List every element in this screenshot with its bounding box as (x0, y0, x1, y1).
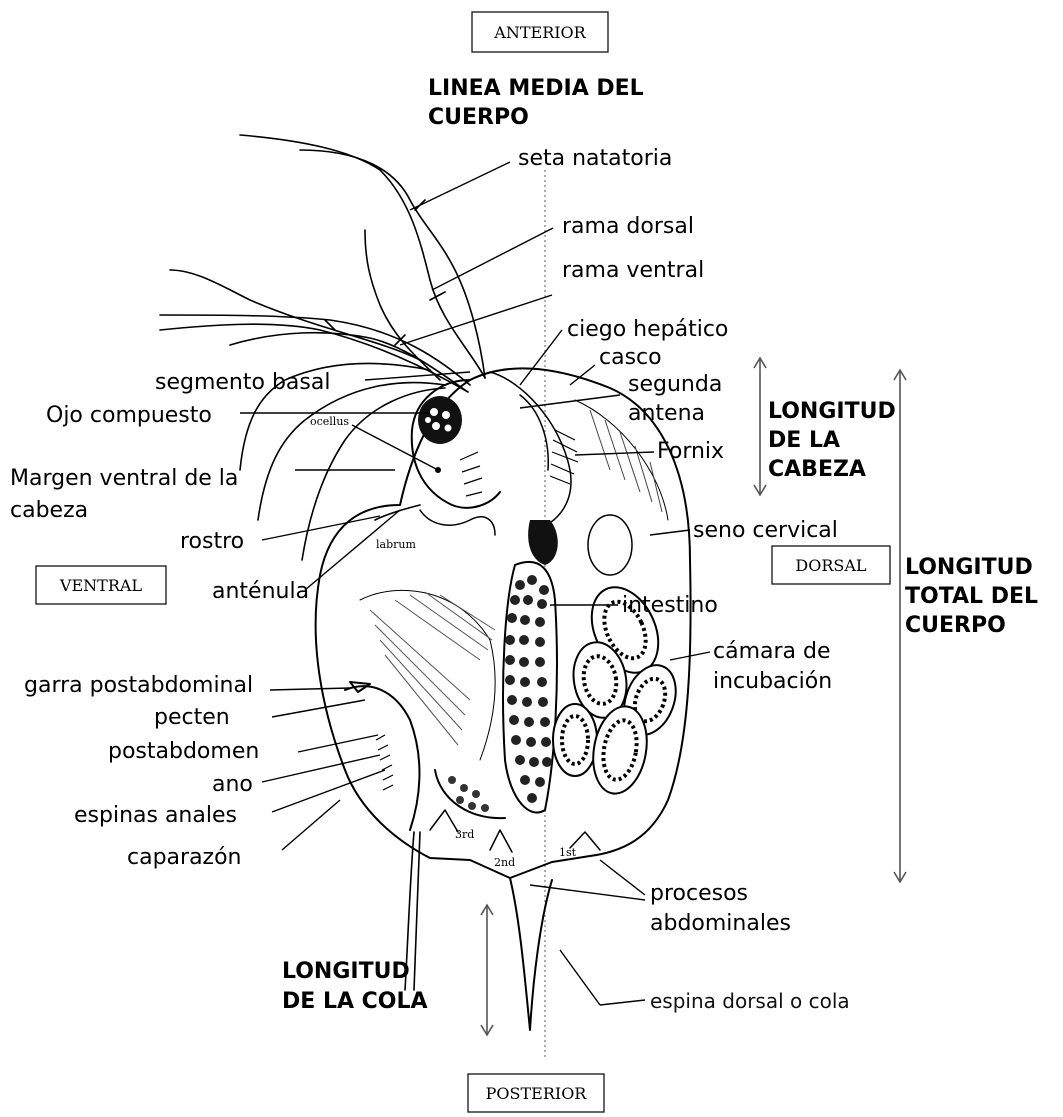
label-segunda: segunda (628, 372, 722, 397)
svg-text:DE LA COLA: DE LA COLA (282, 989, 428, 1014)
label-ciego-hepatico: ciego hepático (567, 317, 728, 342)
label-casco: casco (599, 345, 662, 370)
label-pecten: pecten (154, 705, 230, 730)
midline-title: LINEA MEDIA DEL CUERPO (428, 76, 644, 130)
leader-lines (240, 162, 710, 1005)
hepatic-caecum (528, 520, 558, 565)
svg-text:POSTERIOR: POSTERIOR (486, 1084, 588, 1103)
svg-text:CABEZA: CABEZA (768, 457, 866, 482)
labrum-label: labrum (376, 538, 416, 551)
label-espina-dorsal: espina dorsal o cola (650, 989, 850, 1013)
svg-text:LONGITUD: LONGITUD (768, 399, 896, 424)
label-segmento-basal: segmento basal (155, 370, 330, 395)
label-antenula: anténula (212, 579, 309, 604)
svg-text:VENTRAL: VENTRAL (59, 576, 143, 595)
label-seta-natatoria: seta natatoria (518, 146, 672, 171)
svg-text:CUERPO: CUERPO (905, 613, 1006, 638)
svg-text:TOTAL DEL: TOTAL DEL (905, 584, 1038, 609)
label-ojo-compuesto: Ojo compuesto (46, 403, 212, 428)
compound-eye (418, 396, 462, 444)
svg-text:DE LA: DE LA (768, 428, 840, 453)
svg-text:DORSAL: DORSAL (795, 556, 867, 575)
anterior-box: ANTERIOR (472, 12, 608, 52)
label-rama-dorsal: rama dorsal (562, 214, 694, 239)
intestine (503, 562, 557, 813)
svg-text:LONGITUD: LONGITUD (282, 959, 410, 984)
label-fornix: Fornix (657, 439, 724, 464)
label-caparazon: caparazón (127, 845, 242, 870)
dorsal-box: DORSAL (772, 546, 890, 584)
postabdomen (345, 682, 419, 830)
svg-text:LINEA MEDIA DEL: LINEA MEDIA DEL (428, 76, 644, 101)
label-margen-ventral-2: cabeza (10, 498, 88, 523)
label-ano: ano (212, 772, 253, 797)
head-length-label: LONGITUD DE LA CABEZA (768, 399, 896, 482)
svg-text:CUERPO: CUERPO (428, 105, 529, 130)
label-postabdomen: postabdomen (108, 739, 259, 764)
thoracic-limbs (360, 590, 495, 760)
process-1st-label: 1st (559, 846, 577, 859)
ocellus-label: ocellus (310, 415, 349, 428)
svg-text:LONGITUD: LONGITUD (905, 555, 1033, 580)
label-camara-1: cámara de (713, 639, 831, 664)
total-length-label: LONGITUD TOTAL DEL CUERPO (905, 555, 1038, 638)
label-camara-2: incubación (713, 669, 832, 694)
label-rama-ventral: rama ventral (562, 258, 704, 283)
label-margen-ventral-1: Margen ventral de la (10, 466, 238, 491)
label-procesos-1: procesos (650, 881, 748, 906)
tail-spine (510, 878, 552, 1030)
process-3rd-label: 3rd (455, 828, 474, 841)
label-seno-cervical: seno cervical (693, 518, 838, 543)
svg-text:ANTERIOR: ANTERIOR (493, 23, 586, 42)
head-outline (412, 380, 500, 508)
label-antena: antena (628, 401, 705, 426)
label-espinas-anales: espinas anales (74, 803, 237, 828)
process-2nd-label: 2nd (494, 856, 515, 869)
label-garra: garra postabdominal (24, 673, 253, 698)
posterior-box: POSTERIOR (468, 1074, 604, 1112)
label-intestino: intestino (622, 593, 718, 618)
ventral-box: VENTRAL (36, 566, 166, 604)
brood-eggs (553, 515, 685, 798)
label-rostro: rostro (180, 529, 244, 554)
labrum (420, 510, 495, 535)
label-procesos-2: abdominales (650, 911, 791, 936)
